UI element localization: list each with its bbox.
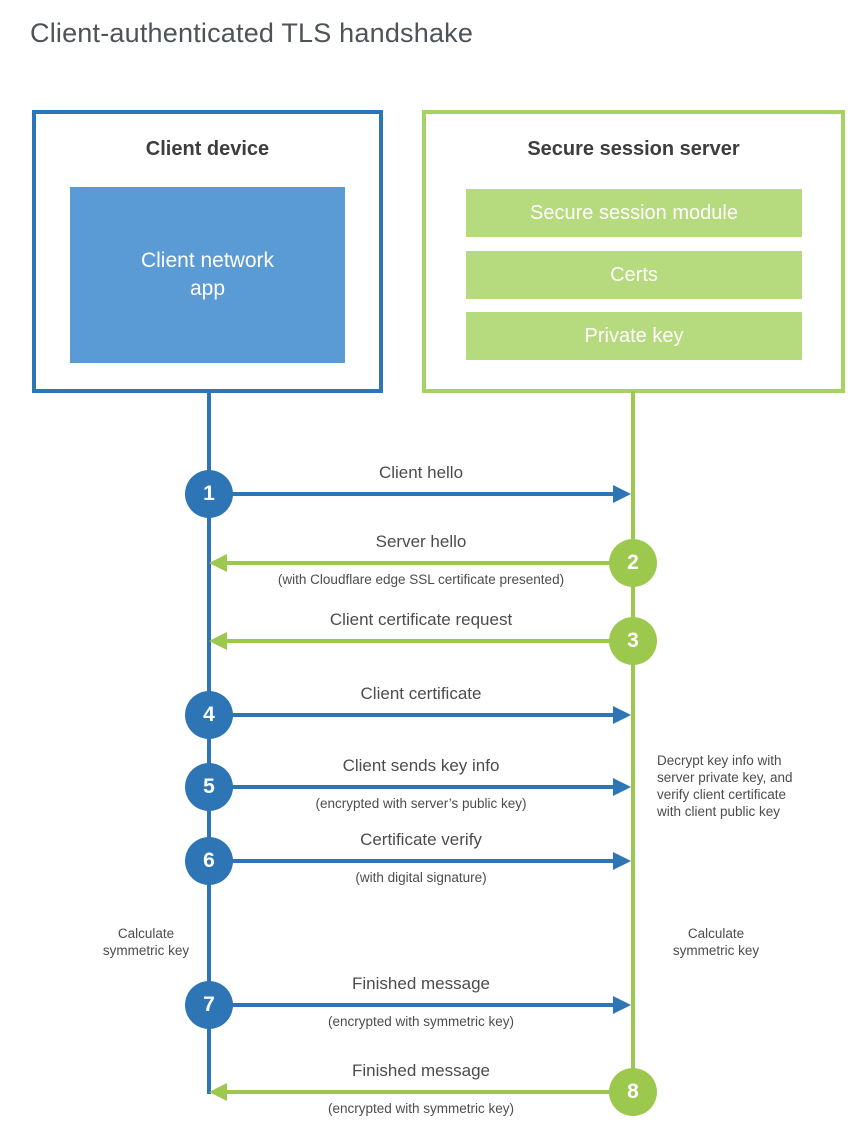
- client-lifeline: [207, 391, 211, 1094]
- annotation-calculate-symmetric-key-client: Calculate symmetric key: [102, 926, 190, 958]
- step-5-arrowhead-icon: [613, 778, 631, 796]
- server-box-title: Secure session server: [527, 138, 740, 160]
- step-4-arrowhead-icon: [613, 706, 631, 724]
- step-8-label: Finished message: [352, 1061, 490, 1080]
- step-3-arrow-line: [227, 639, 633, 643]
- annotation-calculate-symmetric-key-server: Calculate symmetric key: [672, 926, 760, 958]
- step-4-arrow-line: [209, 713, 613, 717]
- annotation-decrypt-key-info: Decrypt key info with server private key…: [657, 753, 793, 819]
- step-7-label: Finished message: [352, 974, 490, 993]
- step-8-arrow-line: [227, 1090, 633, 1094]
- step-2-sublabel: (with Cloudflare edge SSL certificate pr…: [277, 572, 565, 587]
- step-2-badge: 2: [609, 539, 657, 587]
- step-2-label: Server hello: [375, 532, 467, 551]
- step-2-arrowhead-icon: [209, 554, 227, 572]
- step-3-badge: 3: [609, 617, 657, 665]
- step-6-sublabel: (with digital signature): [355, 870, 487, 885]
- step-6-arrowhead-icon: [613, 852, 631, 870]
- server-module-secure-session: Secure session module: [466, 189, 802, 237]
- step-7-badge: 7: [185, 981, 233, 1029]
- client-network-app-box: Client network app: [70, 187, 345, 363]
- step-4-label: Client certificate: [360, 684, 482, 703]
- step-7-arrowhead-icon: [613, 996, 631, 1014]
- step-6-label: Certificate verify: [360, 830, 482, 849]
- step-1-label: Client hello: [378, 463, 464, 482]
- step-3-label: Client certificate request: [329, 610, 513, 629]
- page-title: Client-authenticated TLS handshake: [30, 18, 474, 48]
- step-8-arrowhead-icon: [209, 1083, 227, 1101]
- server-module-certs: Certs: [466, 251, 802, 299]
- step-5-badge: 5: [185, 763, 233, 811]
- server-module-private-key: Private key: [466, 312, 802, 360]
- step-6-arrow-line: [209, 859, 613, 863]
- server-lifeline: [631, 391, 635, 1092]
- client-device-title: Client device: [145, 138, 270, 160]
- step-5-sublabel: (encrypted with server’s public key): [315, 796, 527, 811]
- step-7-sublabel: (encrypted with symmetric key): [327, 1014, 515, 1029]
- step-1-badge: 1: [185, 470, 233, 518]
- step-3-arrowhead-icon: [209, 632, 227, 650]
- step-2-arrow-line: [227, 561, 633, 565]
- step-5-label: Client sends key info: [342, 756, 500, 775]
- step-1-arrowhead-icon: [613, 485, 631, 503]
- step-8-badge: 8: [609, 1068, 657, 1116]
- step-5-arrow-line: [209, 785, 613, 789]
- step-7-arrow-line: [209, 1003, 613, 1007]
- step-6-badge: 6: [185, 837, 233, 885]
- step-4-badge: 4: [185, 691, 233, 739]
- step-1-arrow-line: [209, 492, 613, 496]
- step-8-sublabel: (encrypted with symmetric key): [327, 1101, 515, 1116]
